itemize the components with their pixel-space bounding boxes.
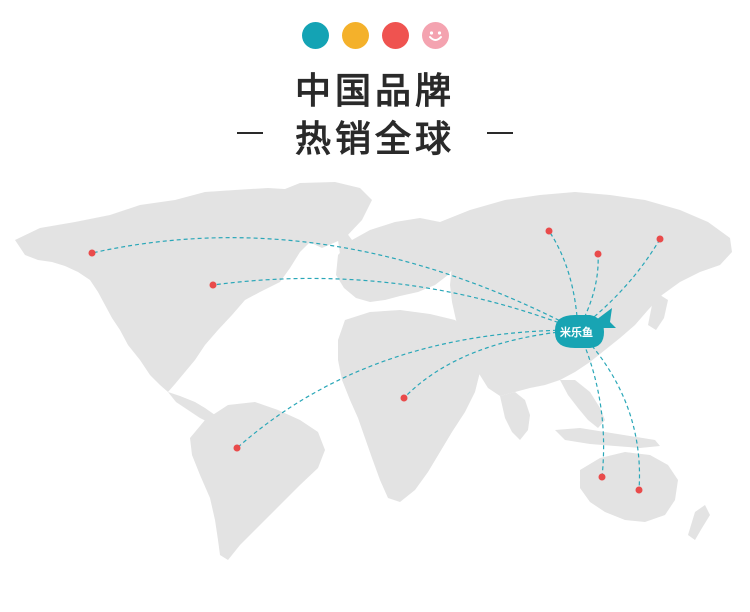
north-america <box>15 188 332 392</box>
route-usa-east <box>212 277 579 331</box>
hub-label: 米乐鱼 <box>559 325 593 339</box>
headline-global-sales: 热销全球 <box>294 119 455 160</box>
left-dash <box>237 132 263 134</box>
right-dash <box>487 132 513 134</box>
route-africa <box>403 329 579 399</box>
marker-canada <box>88 249 96 257</box>
route-south-america <box>236 329 579 449</box>
greenland <box>270 182 372 248</box>
route-russia-west <box>548 230 579 331</box>
smiley-face-icon <box>422 22 449 49</box>
british-isles <box>338 232 352 254</box>
japan <box>648 295 668 330</box>
marker-russia-east <box>656 235 664 243</box>
south-asia <box>500 392 530 440</box>
marker-russia-mid <box>594 250 602 258</box>
red-dot <box>382 22 409 49</box>
marker-russia-west <box>545 227 553 235</box>
color-dots-row <box>0 22 750 52</box>
africa <box>338 310 480 502</box>
asia <box>440 192 732 396</box>
marker-australia-west <box>598 473 606 481</box>
new-zealand <box>688 505 710 540</box>
marker-usa-east <box>209 281 217 289</box>
southeast-asia <box>560 380 605 428</box>
routes <box>91 230 661 491</box>
central-america <box>168 392 220 424</box>
markers <box>88 227 664 494</box>
route-canada <box>91 237 579 331</box>
headline-china-brand: 中国品牌 <box>294 71 455 112</box>
south-america <box>190 402 325 560</box>
marker-south-america <box>233 444 241 452</box>
marker-africa <box>400 394 408 402</box>
teal-dot <box>302 22 329 49</box>
continents <box>15 182 732 560</box>
yellow-dot <box>342 22 369 49</box>
hub-fish-logo-icon: 米乐鱼 <box>555 308 616 348</box>
australia <box>580 452 678 522</box>
marker-australia-east <box>635 486 643 494</box>
indonesia <box>555 428 660 448</box>
